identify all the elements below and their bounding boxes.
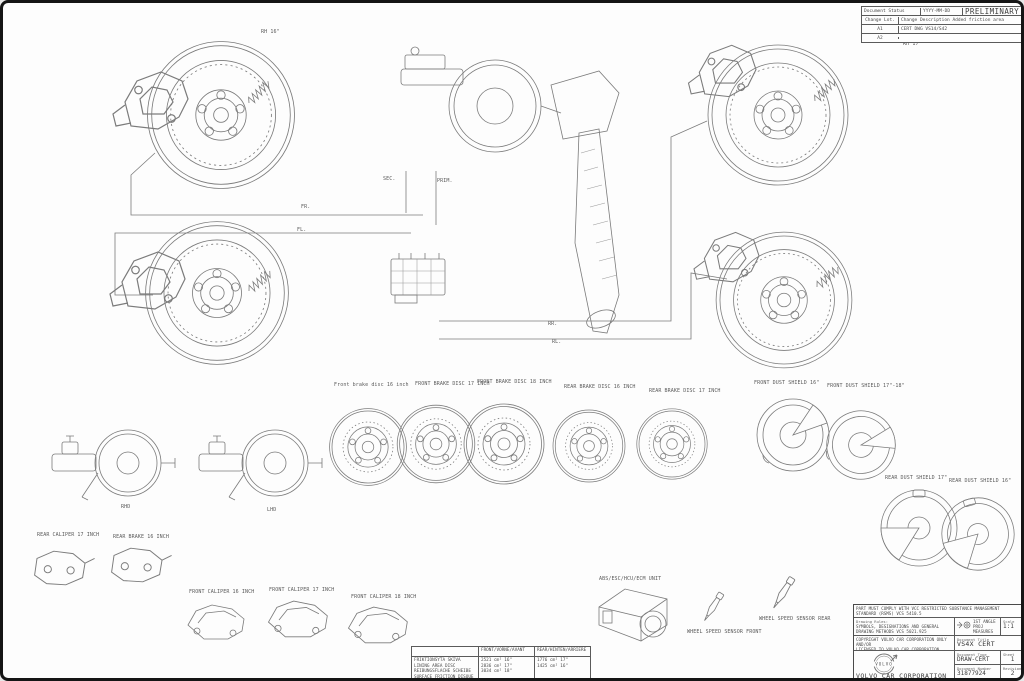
compliance-line1: PART MUST COMPLY WITH VCC RESTRICTED SUB… <box>856 606 1000 611</box>
change-description-header: Change Description Added friction area <box>898 16 1021 24</box>
document-title: VS4X CERT <box>957 640 995 649</box>
label-lhd: LHD <box>267 507 277 513</box>
label-prim: PRIM. <box>437 178 453 184</box>
friction-col-rear: REAR/HINTEN/ARRIERE <box>535 647 590 657</box>
sheet-label: Sheet <box>1003 652 1015 657</box>
scale-value: 1:1 <box>1003 623 1014 631</box>
friction-table-corner <box>412 647 478 657</box>
projection-line1: 1ST ANGLE PROJ <box>973 619 996 630</box>
label-rh-17: RH 17" <box>903 41 922 47</box>
label-front-brake-disc-18: FRONT BRAKE DISC 18 INCH <box>477 379 552 385</box>
label-wheel-speed-sensor-rear: WHEEL SPEED SENSOR REAR <box>759 616 831 622</box>
document-title-label: Document Title <box>957 637 990 642</box>
drawing-rules-line1: SYMBOLS, DESIGNATIONS AND GENERAL <box>856 624 940 630</box>
label-wheel-speed-sensor-front: WHEEL SPEED SENSOR FRONT <box>687 629 762 635</box>
label-rhd: RHD <box>121 504 131 510</box>
document-type: DRAW-CERT <box>957 656 990 664</box>
sheet-number: 1 <box>1010 656 1015 664</box>
revision-number: 2 <box>1010 670 1015 678</box>
label-rear-caliper-17: REAR CALIPER 17 INCH <box>37 532 100 538</box>
label-fr: FR. <box>301 204 311 210</box>
drawing-rules-line2: DRAWING METHODS VCS 5021.925 <box>856 629 927 635</box>
revision-label: Revision <box>1003 666 1022 671</box>
label-rear-dust-shield-16: REAR DUST SHIELD 16" <box>949 478 1012 484</box>
company-name: VOLVO CAR CORPORATION <box>856 671 947 680</box>
label-front-dust-shield-16: FRONT DUST SHIELD 16" <box>754 380 820 386</box>
revision-row-lot: A2 <box>877 35 883 41</box>
status-preliminary: PRELIMINARY <box>962 7 1021 15</box>
scale-label: Scale <box>1003 619 1015 624</box>
drawing-rules-label: Drawing Rules: <box>856 619 889 624</box>
label-front-caliper-16: FRONT CALIPER 16 INCH <box>189 589 255 595</box>
label-rh-16: RH 16" <box>261 29 280 35</box>
label-rl: RL. <box>552 339 562 345</box>
label-sec: SEC. <box>383 176 396 182</box>
label-front-brake-disc-16: Front brake disc 16 inch <box>334 382 409 388</box>
friction-front-values: 2521 cm² 16"2836 cm² 17"3034 cm² 18" <box>481 658 513 675</box>
revision-row-desc <box>898 37 1021 39</box>
first-angle-projection-icon <box>957 621 971 629</box>
document-type-label: Document Type <box>957 652 987 657</box>
label-rear-brake-disc-17: REAR BRAKE DISC 17 INCH <box>649 388 721 394</box>
document-date: YYYY-MM-DD <box>920 7 962 15</box>
change-lot-label: Change Lot. <box>865 17 895 23</box>
label-rear-dust-shield-17: REAR DUST SHIELD 17" <box>885 475 948 481</box>
label-front-dust-shield-17-18: FRONT DUST SHIELD 17"-18" <box>827 383 905 389</box>
copyright-line1: COPYRIGHT VOLVO CAR CORPORATION ONLY AND… <box>856 637 947 648</box>
volvo-logo-icon: VOLVO <box>872 653 898 675</box>
projection-line2: MEASURES ARE <box>957 629 994 635</box>
label-front-brake-disc-17: FRONT BRAKE DISC 17 INCH <box>415 381 490 387</box>
label-abs-unit: ABS/ESC/HCU/ECM UNIT <box>599 576 662 582</box>
friction-rear-values: 1776 cm² 17"1425 cm² 16" <box>537 658 569 669</box>
compliance-line2: STANDARD (RSMS) VCS 5410.5 <box>856 611 922 617</box>
revision-block: Document Status YYYY-MM-DD PRELIMINARY C… <box>861 6 1021 43</box>
title-block: PART MUST COMPLY WITH VCC RESTRICTED SUB… <box>853 604 1022 680</box>
document-number: 31877924 <box>957 670 986 678</box>
annotation-layer: RH 16" RH 17" SEC. PRIM. FR. FL. RR. RL. Front b… <box>3 3 1021 678</box>
label-rear-brake-disc-16: REAR BRAKE DISC 16 INCH <box>564 384 636 390</box>
revision-row-desc: CERT DWG VS14/S42 <box>898 25 1021 33</box>
label-rr: RR. <box>548 321 558 327</box>
label-fl: FL. <box>297 227 307 233</box>
document-number-label: Document Number <box>957 666 992 671</box>
label-rear-brake-16: REAR BRAKE 16 INCH <box>113 534 169 540</box>
label-front-caliper-17: FRONT CALIPER 17 INCH <box>269 587 335 593</box>
copyright-line2: LICENSED TO VOLVO CAR CORPORATION. <box>856 647 942 651</box>
revision-row-lot: A1 <box>877 26 883 32</box>
friction-col-front: FRONT/VORNE/AVANT <box>479 647 534 657</box>
label-front-caliper-18: FRONT CALIPER 18 INCH <box>351 594 417 600</box>
document-status-label: Document Status <box>864 8 905 14</box>
volvo-logo-text: VOLVO <box>875 662 893 667</box>
